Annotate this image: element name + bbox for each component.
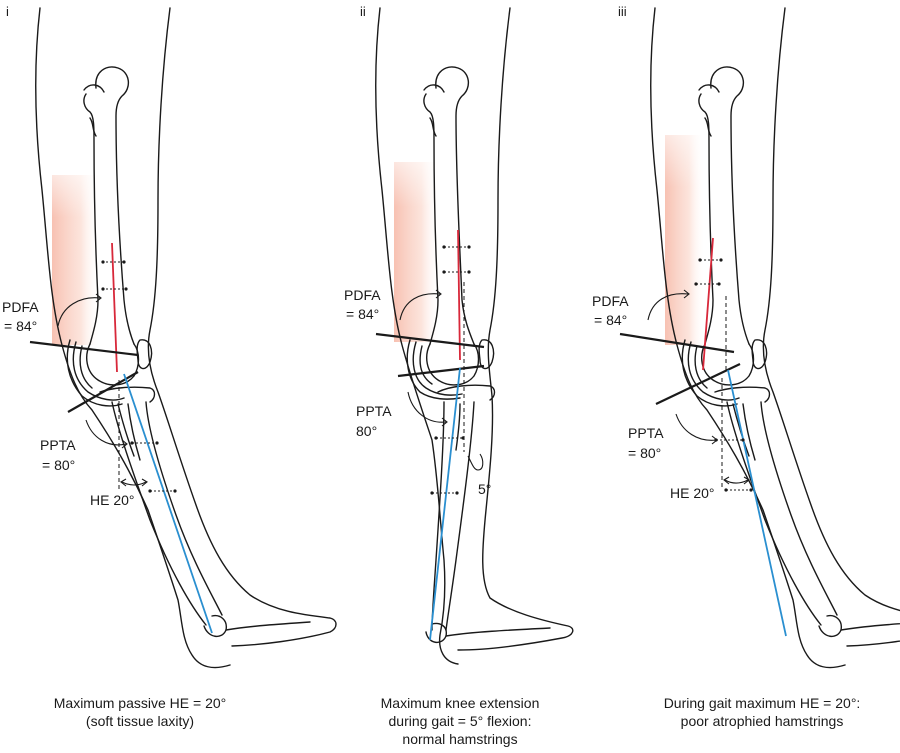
ppta-value: 80° [356,423,377,439]
caption-line: normal hamstrings [402,731,518,747]
panel-iii: iii PDFA = 84° PPTA = 80° HE 20° [592,4,900,669]
ppta-label: PPTA [40,437,76,453]
tibia-axis [123,373,213,634]
caption-line: poor atrophied hamstrings [680,713,844,729]
pdfa-value: = 84° [4,318,37,334]
panel-numeral: ii [360,4,366,19]
pdfa-value: = 84° [594,312,627,328]
flexion-angle-label: 5° [478,481,491,497]
ppta-value: = 80° [628,445,661,461]
ppta-label: PPTA [356,403,392,419]
caption-panel-iii: During gait maximum HE = 20°: poor atrop… [632,694,892,730]
panel-ii: ii PDFA = 84° PPTA 80° 5° [344,4,574,665]
caption-line: (soft tissue laxity) [85,713,195,729]
caption-panel-ii: Maximum knee extension during gait = 5° … [330,694,590,748]
femur-axis [457,229,461,361]
panel-i: i PDFA = 84° PPTA = 80° HE 20° [2,4,337,669]
ppta-value: = 80° [42,457,75,473]
panel-numeral: iii [618,4,627,19]
pdfa-label: PDFA [592,293,629,309]
caption-line: Maximum knee extension [380,695,540,711]
caption-line: during gait = 5° flexion: [388,713,532,729]
pdfa-value: = 84° [346,306,379,322]
pdfa-label: PDFA [2,299,39,315]
ppta-label: PPTA [628,425,664,441]
he-angle-label: HE 20° [90,492,135,508]
caption-line: Maximum passive HE = 20° [53,695,227,711]
tibia-axis [727,369,787,637]
panel-numeral: i [6,4,9,19]
femur-axis [111,242,118,373]
caption-panel-i: Maximum passive HE = 20° (soft tissue la… [10,694,270,730]
tibia-axis [429,367,461,641]
caption-line: During gait maximum HE = 20°: [663,695,861,711]
he-angle-label: HE 20° [670,485,715,501]
pdfa-label: PDFA [344,287,381,303]
